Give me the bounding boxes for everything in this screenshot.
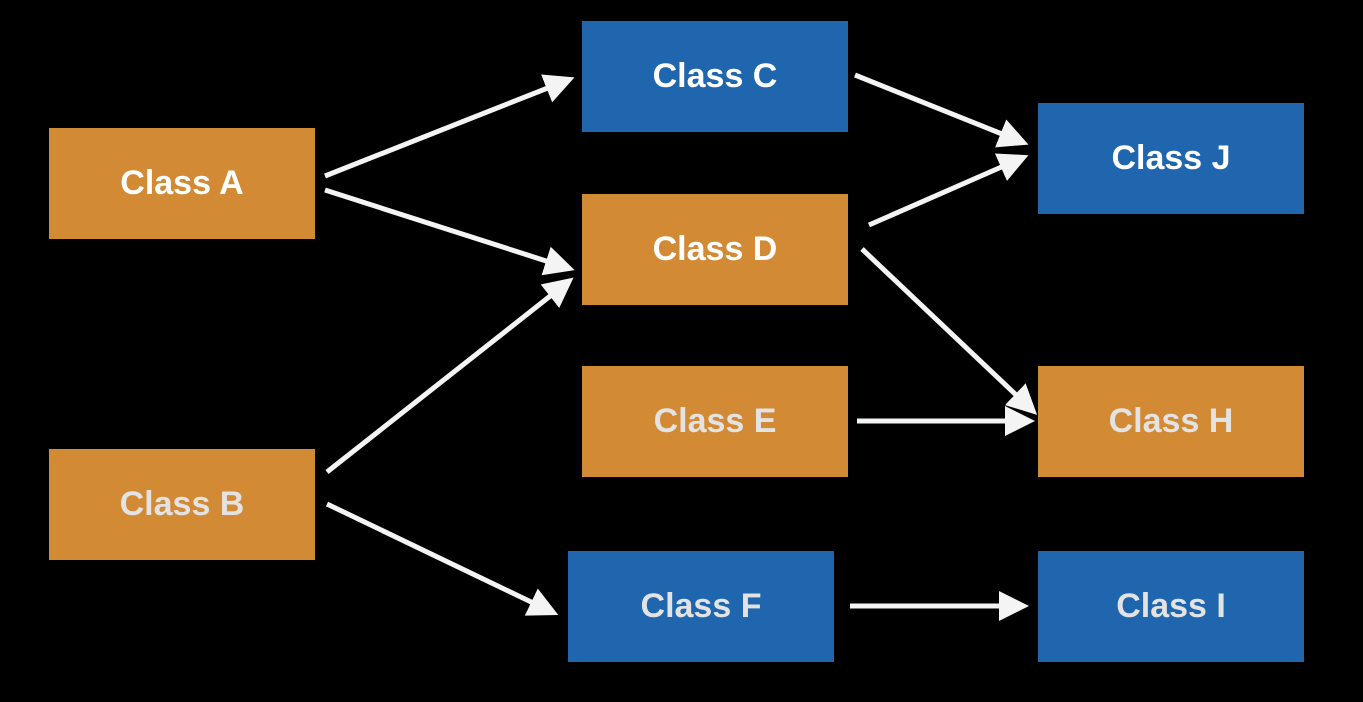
arrow-d-to-j — [867, 153, 1029, 228]
class-a-label: Class A — [120, 164, 244, 202]
arrow-b-to-f — [325, 501, 559, 616]
class-d-label: Class D — [652, 230, 778, 268]
class-f-label: Class F — [640, 587, 762, 625]
class-c-node: Class C — [582, 21, 848, 132]
class-h-label: Class H — [1108, 402, 1234, 440]
class-e-node: Class E — [582, 366, 848, 477]
arrow-a-to-c — [324, 74, 575, 179]
arrow-a-to-d — [324, 187, 575, 276]
class-d-node: Class D — [582, 194, 848, 305]
class-c-label: Class C — [652, 57, 778, 95]
arrow-d-to-h — [860, 247, 1038, 415]
class-e-label: Class E — [653, 402, 777, 440]
class-h-node: Class H — [1038, 366, 1304, 477]
class-f-node: Class F — [568, 551, 834, 662]
arrow-c-to-j — [854, 72, 1029, 148]
arrow-b-to-d — [325, 277, 574, 474]
class-b-node: Class B — [49, 449, 315, 560]
class-i-node: Class I — [1038, 551, 1304, 662]
class-a-node: Class A — [49, 128, 315, 239]
class-b-label: Class B — [119, 485, 245, 523]
class-j-label: Class J — [1111, 139, 1231, 177]
class-j-node: Class J — [1038, 103, 1304, 214]
class-i-label: Class I — [1116, 587, 1226, 625]
